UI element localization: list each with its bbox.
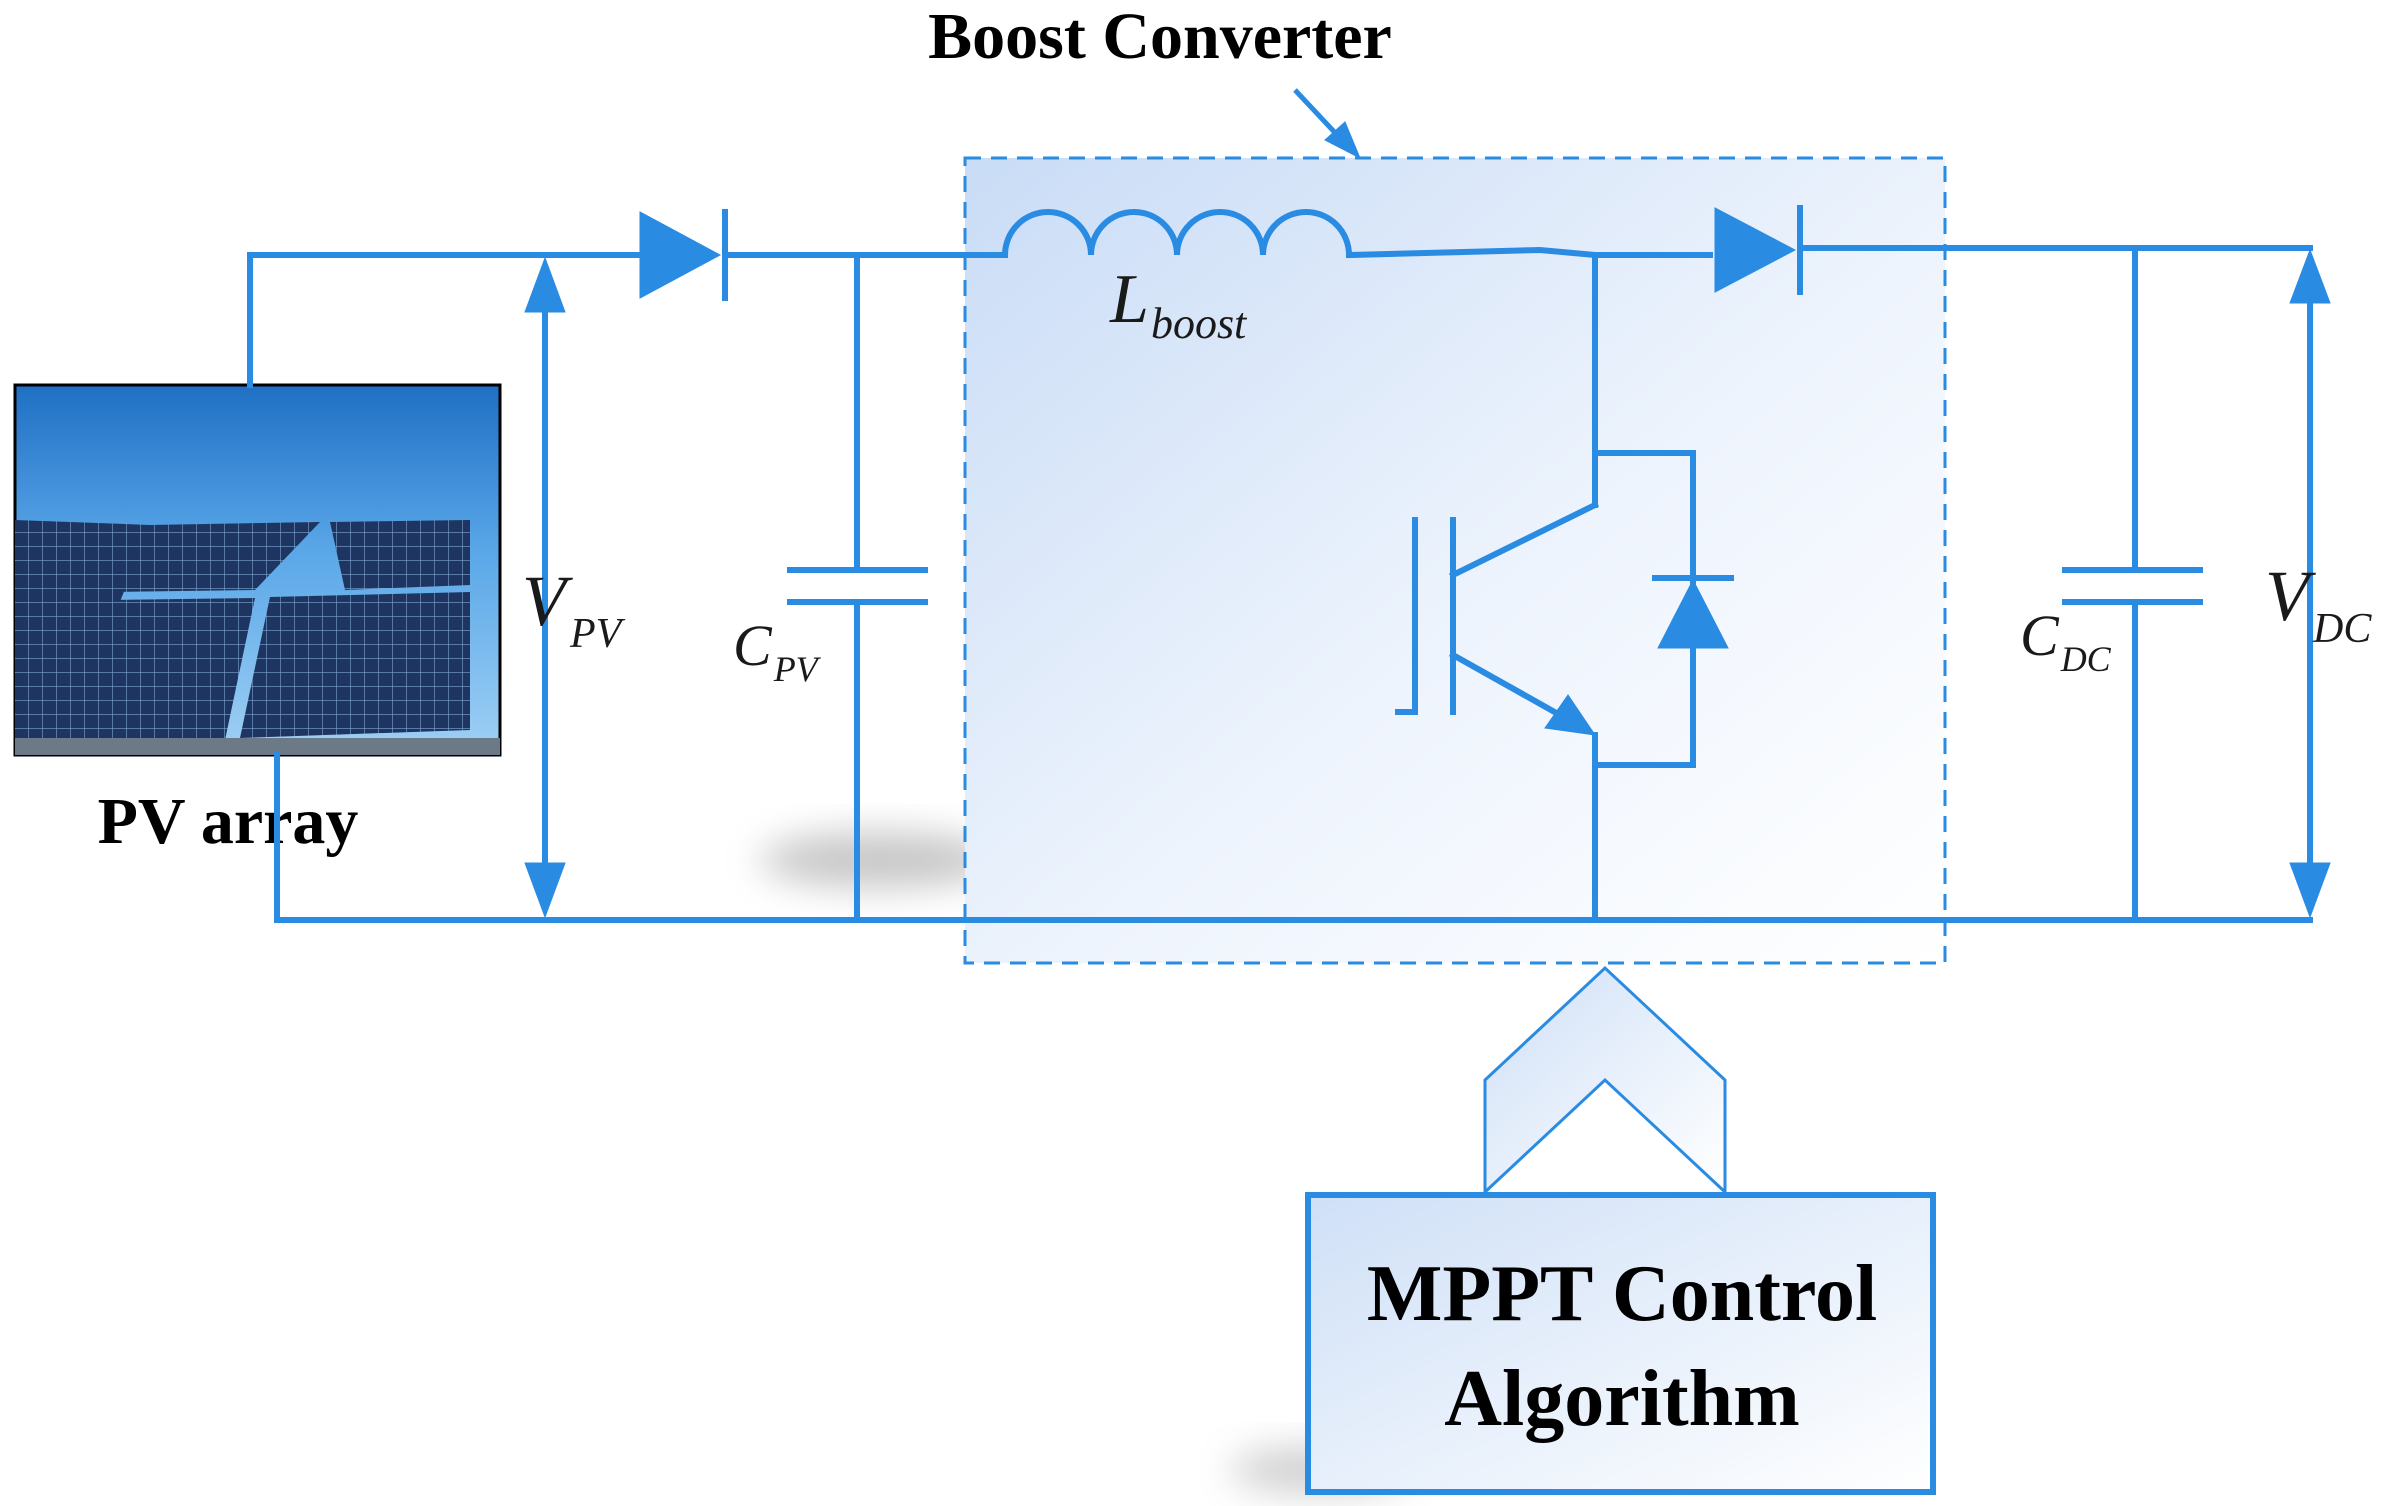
mppt-line2: Algorithm bbox=[1444, 1355, 1800, 1443]
igbt-icon bbox=[1395, 500, 1600, 736]
vpv-voltage-arrow-icon bbox=[524, 256, 566, 919]
input-diode-icon bbox=[639, 209, 728, 301]
inductor-icon bbox=[1001, 209, 1353, 259]
mppt-line1: MPPT Control bbox=[1367, 1250, 1877, 1338]
shadow bbox=[760, 832, 1000, 888]
capacitor-cdc-icon bbox=[2062, 567, 2203, 605]
freewheel-diode-icon bbox=[1652, 575, 1734, 649]
mppt-control-box: MPPT Control Algorithm bbox=[1305, 1192, 1936, 1495]
output-diode-icon bbox=[1714, 205, 1803, 295]
control-signal-arrow-icon bbox=[1483, 965, 1727, 1196]
pv-array-caption: PV array bbox=[98, 785, 359, 858]
cdc-label: CDC bbox=[2020, 603, 2112, 679]
vdc-voltage-arrow-icon bbox=[2289, 248, 2331, 919]
boost-converter-title: Boost Converter bbox=[928, 0, 1392, 73]
circuit-wires bbox=[247, 245, 2313, 923]
cpv-label: CPV bbox=[733, 613, 822, 689]
capacitor-cpv-icon bbox=[787, 567, 928, 605]
lboost-label: Lboost bbox=[1109, 261, 1248, 348]
title-pointer-arrow-icon bbox=[1293, 88, 1361, 160]
vdc-label: VDC bbox=[2265, 556, 2372, 652]
vpv-label: VPV bbox=[522, 561, 626, 657]
solar-panel-image bbox=[13, 383, 502, 757]
